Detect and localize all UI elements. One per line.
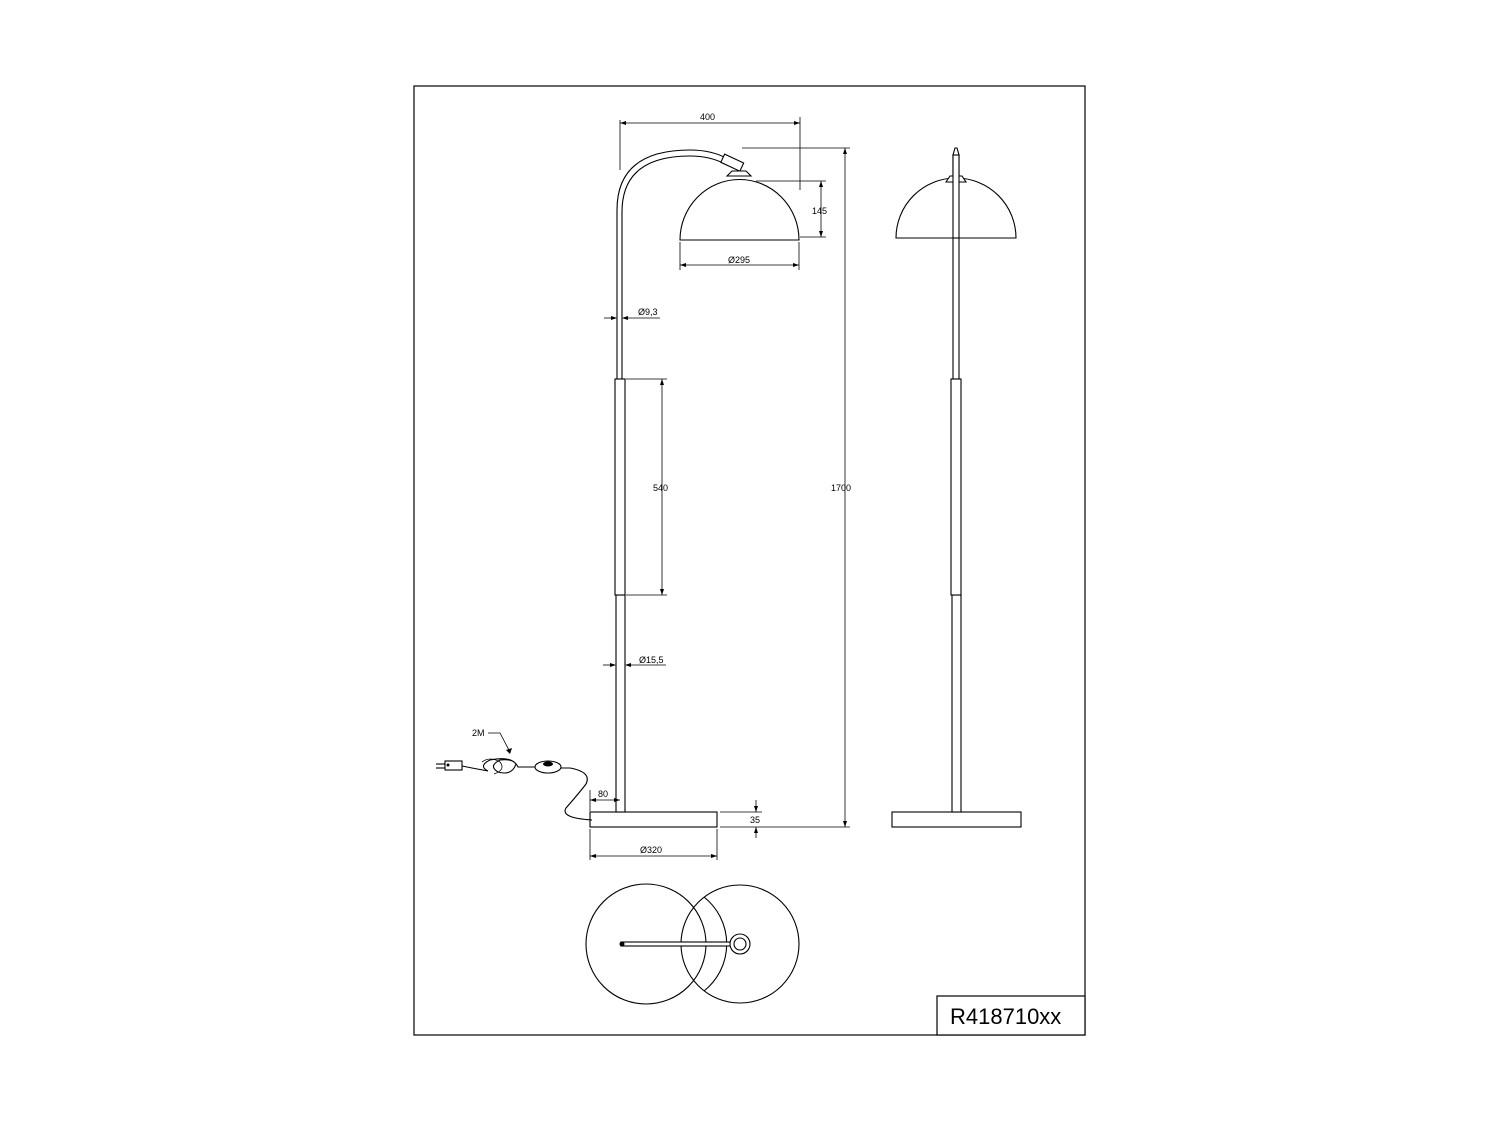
- power-cable: [560, 767, 593, 821]
- product-code: R418710xx: [950, 1004, 1061, 1029]
- coiled-cable: [461, 758, 535, 774]
- side-connector: [720, 153, 745, 172]
- front-mid-tube: [950, 378, 962, 596]
- power-plug: [444, 760, 463, 771]
- top-view: [585, 883, 800, 1005]
- product-code-box: [936, 995, 1086, 1036]
- side-arc-tube: [616, 149, 729, 379]
- dim-total-height: 1700: [831, 483, 851, 493]
- front-base: [891, 811, 1022, 828]
- dim-telescopic-range: 540: [653, 483, 668, 493]
- side-view: 2M 400 145 Ø295 Ø9,3 540: [436, 112, 851, 860]
- front-lower-tube: [951, 594, 962, 813]
- dim-shade-height: 145: [812, 206, 827, 216]
- side-base: [589, 811, 718, 828]
- side-shade: [679, 178, 800, 241]
- dim-base-height: 35: [750, 815, 760, 825]
- dim-cable-length: 2M: [472, 728, 485, 738]
- dim-shade-diameter: Ø295: [728, 255, 750, 265]
- dim-base-diameter: Ø320: [640, 845, 662, 855]
- drawing-frame: [413, 85, 1086, 1036]
- dim-arm-reach: 400: [700, 112, 715, 122]
- top-view-arm: [620, 941, 732, 947]
- side-mid-tube: [614, 378, 626, 596]
- dim-base-offset: 80: [598, 789, 608, 799]
- dim-upper-tube-diameter: Ø9,3: [638, 307, 658, 317]
- side-lower-tube: [615, 594, 626, 813]
- front-view: [891, 147, 1022, 828]
- dim-lower-tube-diameter: Ø15,5: [639, 655, 664, 665]
